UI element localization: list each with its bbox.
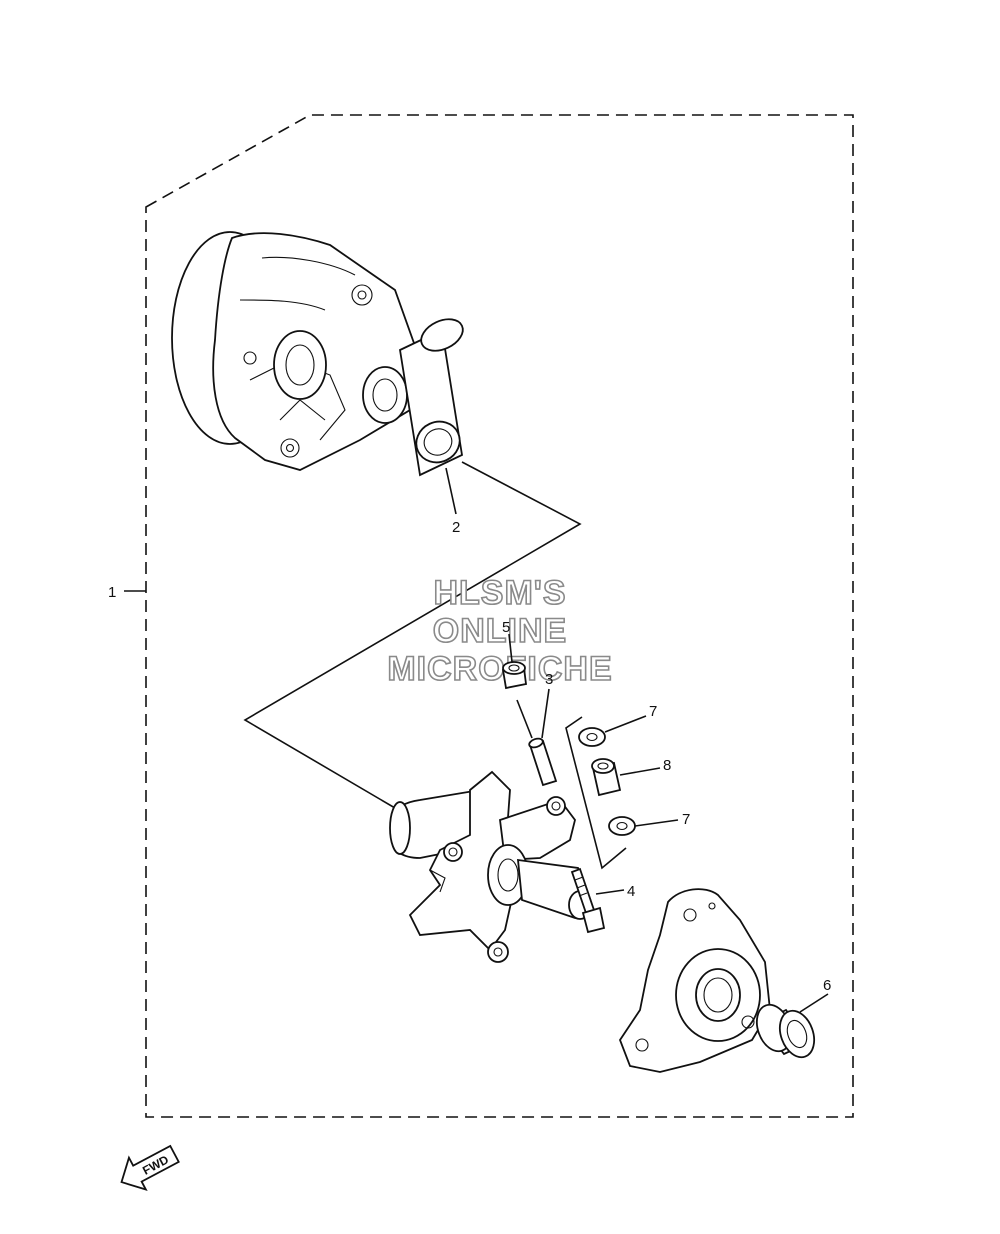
callout-1: 1 xyxy=(108,584,116,601)
callout-7-top: 7 xyxy=(649,703,657,720)
callout-4: 4 xyxy=(627,883,635,900)
pin-3 xyxy=(528,737,558,787)
leader-3 xyxy=(541,688,550,739)
shaft-axis-line xyxy=(243,461,582,809)
callout-5: 5 xyxy=(502,619,510,636)
washer-7-top xyxy=(578,727,606,747)
callout-8: 8 xyxy=(663,757,671,774)
spider-hub xyxy=(389,770,592,963)
leader-7-top xyxy=(604,715,647,733)
fwd-arrow-icon: FWD xyxy=(120,1144,180,1192)
clutch-housing xyxy=(171,231,421,471)
cap-5 xyxy=(501,661,527,690)
leader-4 xyxy=(595,889,625,895)
leader-6 xyxy=(799,993,829,1013)
bolt-4 xyxy=(570,867,606,934)
bushing-2 xyxy=(399,318,464,477)
assembly-boundary xyxy=(145,114,854,1118)
watermark-line-1: HLSM'S xyxy=(433,574,566,612)
watermark-line-3: MICROFICHE xyxy=(387,650,612,688)
callout-2: 2 xyxy=(452,519,460,536)
bushing-6 xyxy=(755,1003,816,1059)
watermark: HLSM'S ONLINE MICROFICHE xyxy=(387,573,613,689)
callout-3: 3 xyxy=(545,671,553,688)
callout-6: 6 xyxy=(823,977,831,994)
watermark-line-2: ONLINE xyxy=(433,612,567,650)
leader-7-bottom xyxy=(634,819,679,827)
leader-3b xyxy=(516,699,533,739)
cover-plate xyxy=(618,888,771,1073)
leader-5 xyxy=(508,633,513,663)
spacer-8 xyxy=(591,758,622,797)
leader-8 xyxy=(619,767,661,776)
washer-7-bottom xyxy=(608,816,636,836)
callout-7-bottom: 7 xyxy=(682,811,690,828)
bracket-7-8 xyxy=(565,716,627,870)
leader-2 xyxy=(445,467,457,515)
